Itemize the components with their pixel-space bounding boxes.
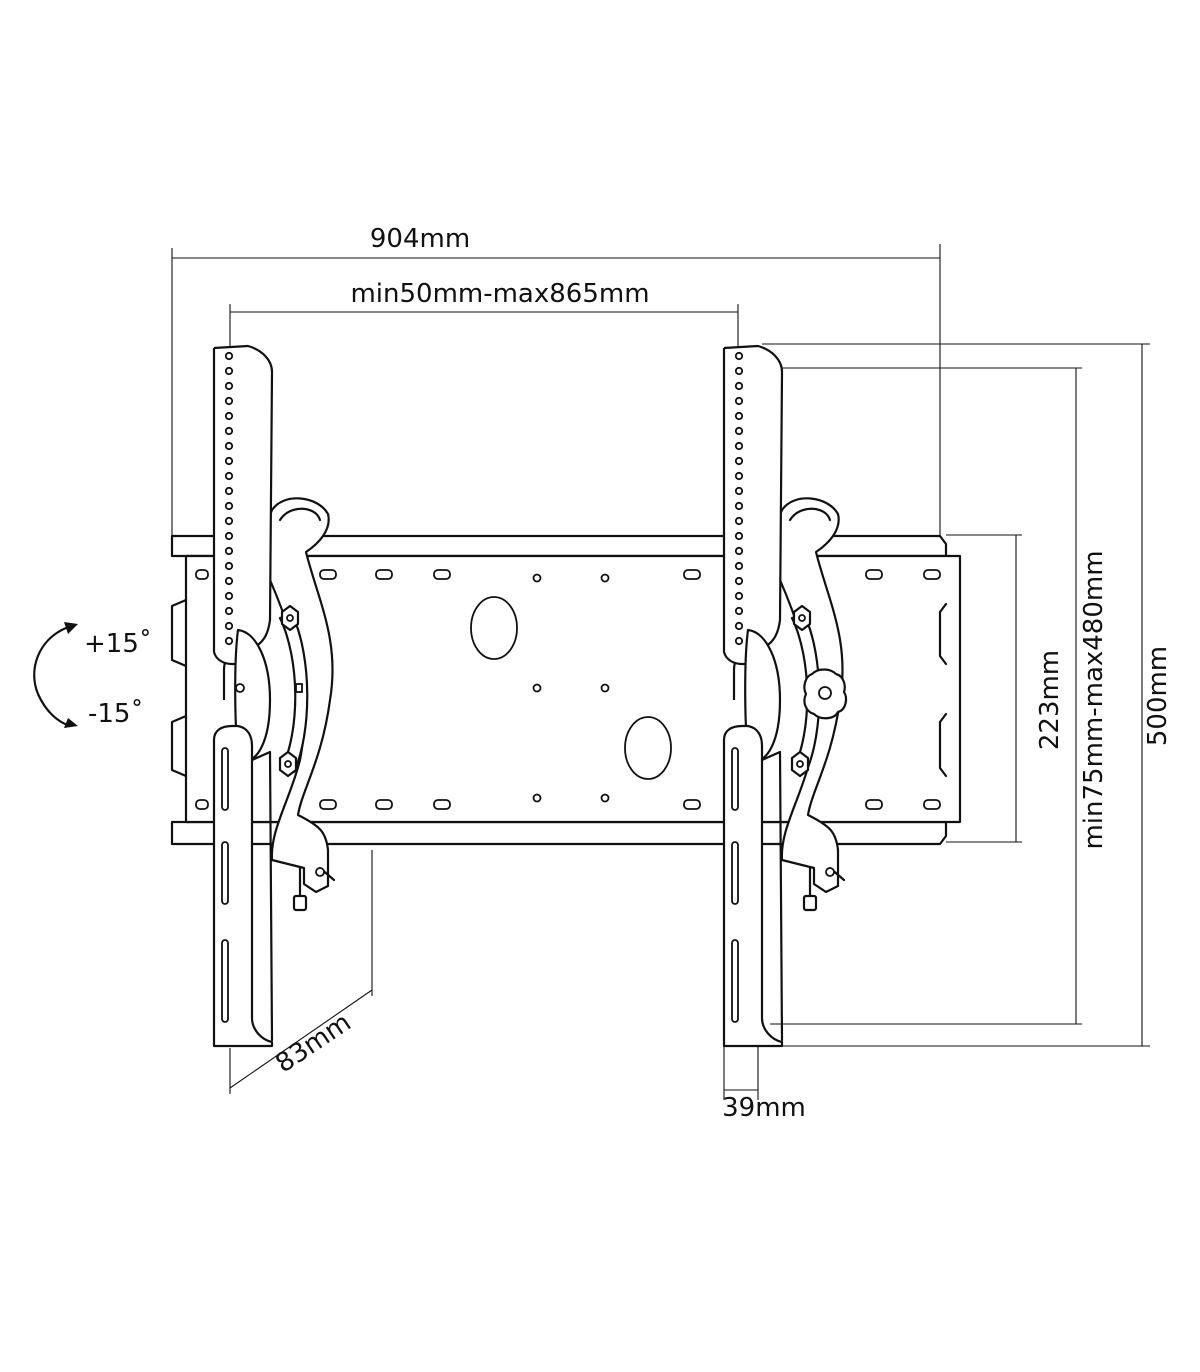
left-arm-holes xyxy=(224,351,234,646)
overall-width-label: 904mm xyxy=(370,224,470,254)
left-bracket xyxy=(212,344,336,1048)
hole-spacing-width-label: min50mm-max865mm xyxy=(350,279,649,309)
overall-height-label: 500mm xyxy=(1143,646,1173,746)
tilt-down-label: -15˚ xyxy=(88,699,143,729)
right-arm-holes xyxy=(734,351,744,646)
tilt-up-label: +15˚ xyxy=(84,629,152,659)
plate-slots-top xyxy=(195,569,941,580)
tilt-knob xyxy=(803,668,848,720)
dimension-lines xyxy=(171,244,1150,1100)
arm-width-label: 39mm xyxy=(722,1093,806,1123)
right-bracket xyxy=(722,344,848,1048)
plate-slots-bottom xyxy=(195,799,941,810)
hole-spacing-height-label: min75mm-max480mm xyxy=(1079,550,1109,849)
depth-label: 83mm xyxy=(270,1008,356,1080)
plate-height-label: 223mm xyxy=(1035,650,1065,750)
curved-double-arrow-icon xyxy=(33,622,78,728)
